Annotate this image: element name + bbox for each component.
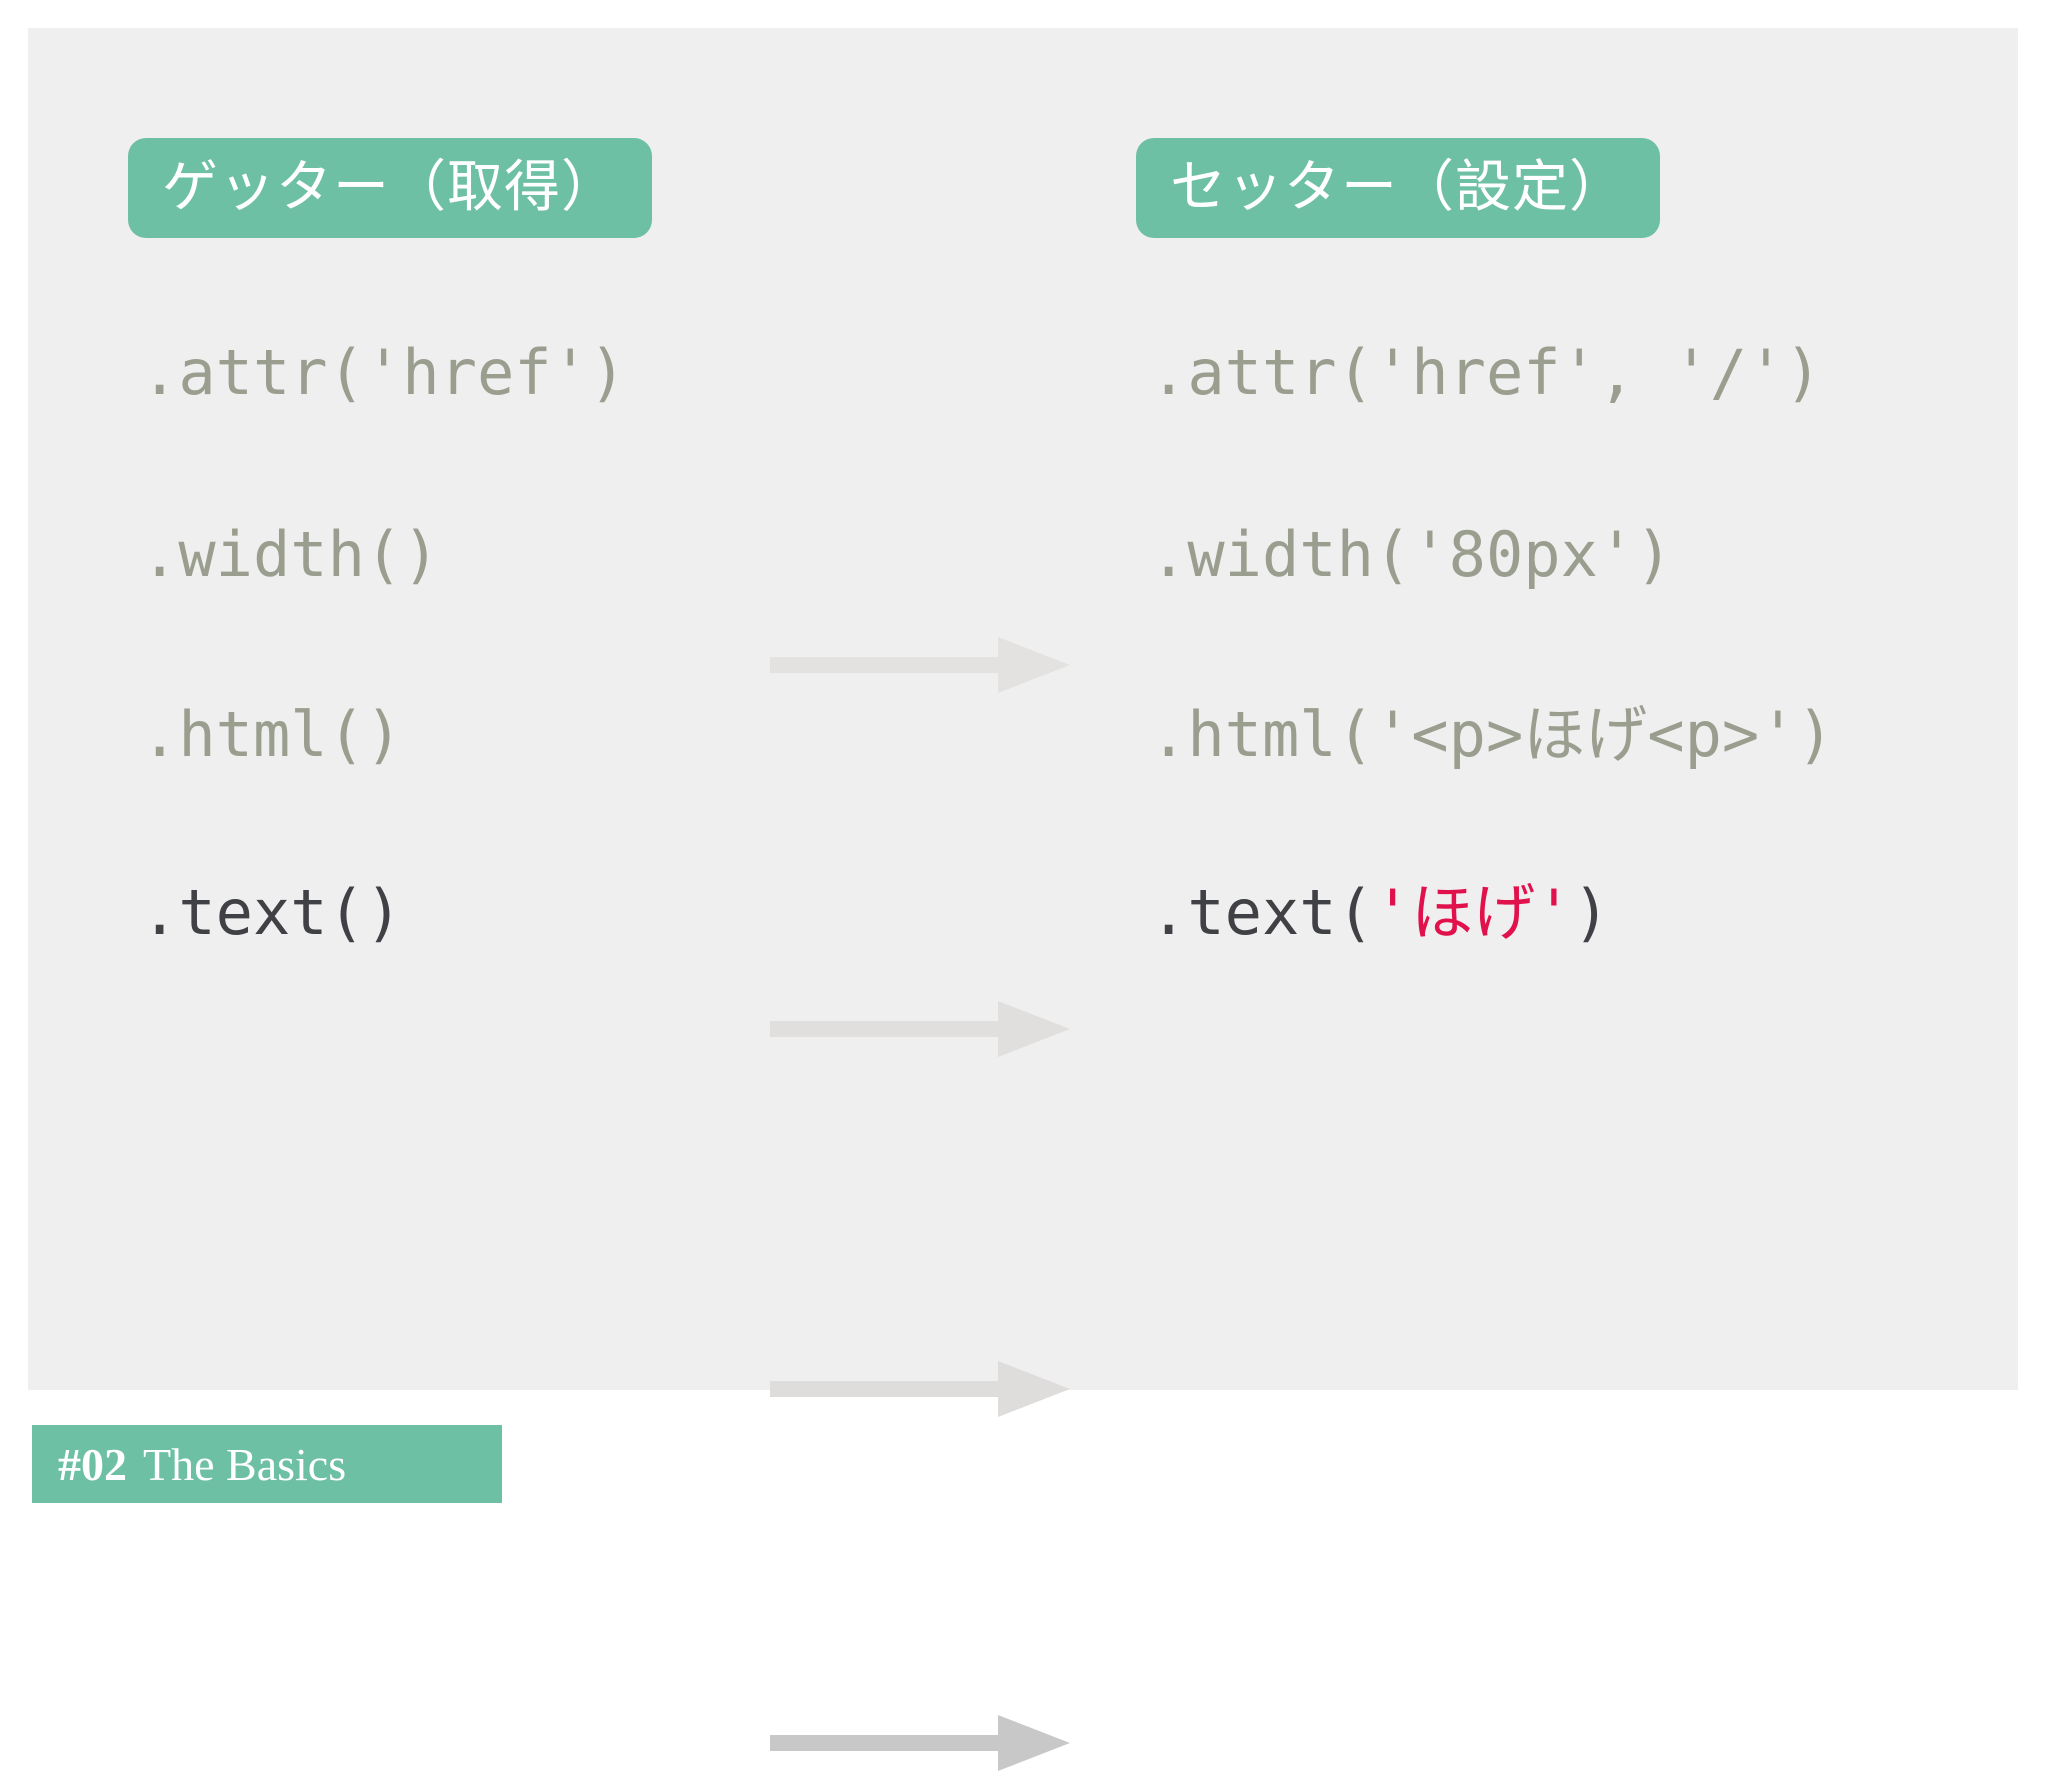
setter-header-label: セッター（設定） bbox=[1170, 157, 1626, 219]
setter-code-2-prefix: .html('<p>ほげ<p>') bbox=[1150, 698, 1834, 771]
slide-root: ゲッター（取得） セッター（設定） .attr('href') .attr('h… bbox=[28, 28, 2018, 1771]
setter-code-0-prefix: .attr('href', '/') bbox=[1150, 336, 1822, 409]
getter-header-badge: ゲッター（取得） bbox=[128, 138, 652, 238]
setter-code-2: .html('<p>ほげ<p>') bbox=[1150, 680, 1834, 790]
getter-code-1: .width() bbox=[141, 518, 440, 591]
setter-code-3: .text('ほげ') bbox=[1150, 858, 1610, 968]
footer-chapter-title: The Basics bbox=[143, 1438, 347, 1490]
getter-code-0: .attr('href') bbox=[141, 336, 627, 409]
arrow-right-icon bbox=[770, 1357, 1070, 1421]
getter-code-2: .html() bbox=[141, 698, 403, 771]
arrow-right-icon bbox=[770, 633, 1070, 697]
comparison-rows: .attr('href') .attr('href', '/') .width(… bbox=[28, 28, 2018, 1771]
getter-header-label: ゲッター（取得） bbox=[162, 157, 618, 219]
setter-code-3-prefix: .text( bbox=[1150, 876, 1374, 949]
getter-code-3: .text() bbox=[141, 876, 403, 949]
comparison-row: .html() .html('<p>ほげ<p>') bbox=[28, 680, 2018, 1417]
comparison-row: .attr('href') .attr('href', '/') bbox=[28, 318, 2018, 693]
setter-header-badge: セッター（設定） bbox=[1136, 138, 1660, 238]
setter-code-0: .attr('href', '/') bbox=[1150, 318, 1822, 428]
arrow-right-icon bbox=[770, 997, 1070, 1061]
comparison-row: .text() .text('ほげ') bbox=[28, 858, 2018, 1771]
content-panel: ゲッター（取得） セッター（設定） .attr('href') .attr('h… bbox=[28, 28, 2018, 1771]
setter-code-1-prefix: .width('80px') bbox=[1150, 518, 1673, 591]
setter-code-1: .width('80px') bbox=[1150, 500, 1673, 610]
footer-chapter-number: #02 bbox=[58, 1438, 127, 1490]
comparison-row: .width() .width('80px') bbox=[28, 500, 2018, 1057]
arrow-right-icon bbox=[770, 1711, 1070, 1775]
setter-code-3-suffix: ) bbox=[1572, 876, 1610, 949]
footer-chapter-badge: #02 The Basics bbox=[32, 1425, 502, 1503]
setter-code-3-highlight: 'ほげ' bbox=[1373, 876, 1573, 949]
